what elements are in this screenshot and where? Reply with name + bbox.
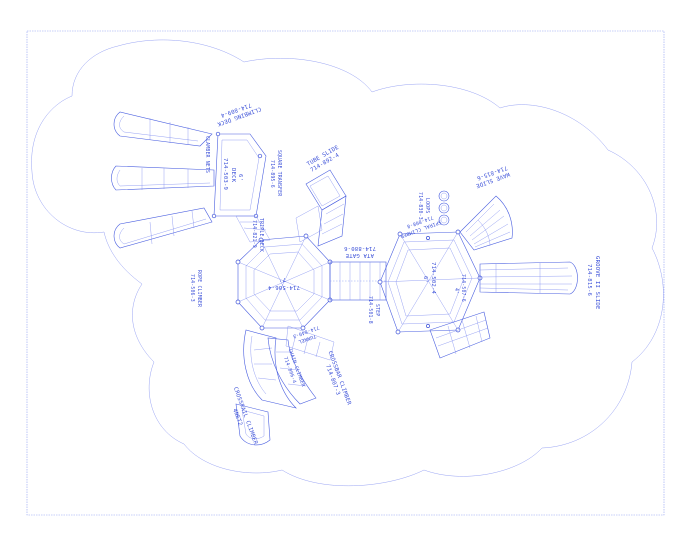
label-deck-center-height: 6' xyxy=(422,276,428,283)
left-structure xyxy=(111,111,347,446)
label-deck-left-part: 714-506-4 xyxy=(267,284,300,290)
label-loops: LOOPS xyxy=(424,198,430,213)
label-triple-deck-part: 714-821-9 xyxy=(251,220,257,248)
label-step: STEP xyxy=(374,304,380,316)
label-clamber-nets: CLAMBER NETS xyxy=(204,136,210,173)
label-groove-slide-part: 714-815-6 xyxy=(586,264,592,296)
bottom-right-climber xyxy=(429,311,491,359)
label-at-a-gate-part: 714-880-6 xyxy=(344,245,376,251)
loop-climbers xyxy=(438,190,450,226)
label-loops-part: 714-830-3 xyxy=(417,192,423,220)
label-deck-top: DECK xyxy=(230,168,236,183)
drawing-border xyxy=(26,30,665,516)
label-deck-center-part: 714-502-4 xyxy=(430,262,436,295)
label-tunnel: TUNNEL xyxy=(297,333,316,345)
annotation-labels: CLIMBING DECK 714-809-4 DECK 6' 714-503-… xyxy=(189,101,600,446)
label-rope-climber-part: 714-506-3 xyxy=(189,274,195,302)
groove-slide xyxy=(479,261,578,295)
label-at-a-gate: ATA GATE xyxy=(345,252,374,258)
deck-top xyxy=(213,133,267,217)
label-square-transfer-part: 714-895-6 xyxy=(269,160,275,188)
label-deck-right-height: 4' xyxy=(453,288,459,294)
square-transfer xyxy=(295,169,347,247)
use-zone-outline xyxy=(31,39,664,487)
label-deck-left-height: 7' xyxy=(279,276,286,282)
bridge-connector xyxy=(329,261,387,301)
label-triple-deck: TRIPLE DECK xyxy=(258,218,264,252)
spiral-climbers xyxy=(235,325,335,446)
label-deck-right-part: 714-507-6 xyxy=(460,274,466,302)
label-square-transfer: SQUARE TRANSFER xyxy=(276,150,282,196)
label-step-part: 714-501-8 xyxy=(367,296,373,324)
label-deck-top-height: 6' xyxy=(237,174,243,181)
right-structure xyxy=(377,190,578,359)
climbing-slides-left xyxy=(111,111,215,249)
label-groove-slide: GROOVE II SLIDE xyxy=(594,256,600,310)
label-rope-climber: ROPE CLIMBER xyxy=(196,270,202,307)
wave-slide-fan xyxy=(459,195,513,251)
label-deck-top-part: 714-503-9 xyxy=(222,158,228,190)
label-crossrail-climber-part: 4NET2 xyxy=(231,408,243,427)
